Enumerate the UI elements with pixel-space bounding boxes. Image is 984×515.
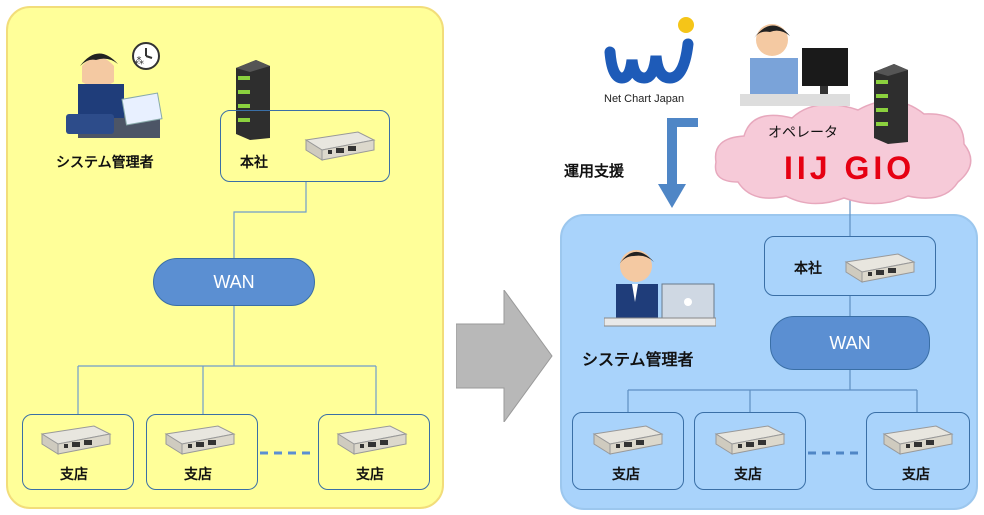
- right-admin-label: システム管理者: [582, 350, 694, 369]
- router-icon: [588, 422, 666, 458]
- router-icon: [160, 422, 238, 458]
- logo-text: Net Chart Japan: [604, 93, 685, 105]
- left-admin-label: システム管理者: [56, 155, 154, 171]
- router-icon: [878, 422, 956, 458]
- right-branch-label: 支店: [734, 467, 762, 483]
- left-branch-label: 支店: [356, 467, 384, 483]
- relaxed-admin-icon: [604, 240, 716, 330]
- router-icon: [300, 128, 378, 164]
- left-branch-node: [22, 414, 134, 490]
- left-hq-node: [220, 110, 390, 182]
- support-label: 運用支援: [564, 162, 625, 180]
- left-branch-node: [318, 414, 430, 490]
- left-branch-node: [146, 414, 258, 490]
- router-icon: [332, 422, 410, 458]
- router-icon: [840, 250, 918, 286]
- right-hq-node: [764, 236, 936, 296]
- right-branch-node: [866, 412, 970, 490]
- right-branch-node: [572, 412, 684, 490]
- right-branch-node: [694, 412, 806, 490]
- right-wan-cloud: WAN: [770, 316, 930, 370]
- right-branch-label: 支店: [902, 467, 930, 483]
- left-wan-cloud: WAN: [153, 258, 315, 306]
- server-icon: [232, 58, 274, 140]
- router-icon: [710, 422, 788, 458]
- operator-label: オペレータ: [768, 125, 838, 141]
- right-hq-label: 本社: [794, 261, 822, 277]
- router-icon: [36, 422, 114, 458]
- stressed-admin-icon: ⁂: [62, 36, 170, 148]
- svg-text:⁂: ⁂: [134, 55, 144, 67]
- net-chart-japan-logo: [604, 16, 696, 92]
- operator-icon: [740, 14, 852, 110]
- iij-gio-brand: IIJ GIO: [784, 150, 916, 186]
- transition-arrow-icon: [456, 290, 554, 422]
- left-branch-label: 支店: [184, 467, 212, 483]
- support-arrow-icon: [648, 118, 704, 212]
- server-icon: [870, 62, 912, 144]
- right-branch-label: 支店: [612, 467, 640, 483]
- left-branch-label: 支店: [60, 467, 88, 483]
- left-hq-label: 本社: [240, 155, 268, 171]
